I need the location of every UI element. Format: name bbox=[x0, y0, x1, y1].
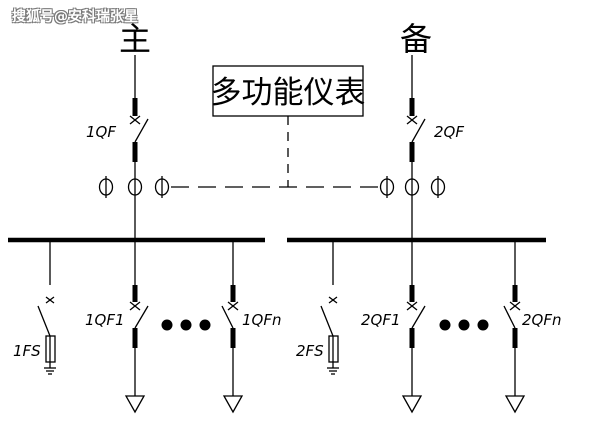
main-breaker-x2 bbox=[129, 115, 141, 125]
right-feeder1-blade bbox=[411, 305, 426, 329]
left-ellipsis-dot-2 bbox=[180, 319, 192, 331]
left-ellipsis-dot-3 bbox=[199, 319, 211, 331]
right-ellipsis-dot-2 bbox=[458, 319, 470, 331]
right-ellipsis-dot-3 bbox=[477, 319, 489, 331]
label-2qf: 2QF bbox=[434, 123, 464, 141]
right-ellipsis-dot-1 bbox=[439, 319, 451, 331]
source-main-label: 主 bbox=[119, 20, 151, 58]
main-breaker-blade bbox=[134, 118, 149, 143]
left-fuse-blade bbox=[37, 305, 51, 337]
label-1qfn: 1QFn bbox=[242, 311, 282, 329]
main-ct-center bbox=[127, 178, 143, 196]
left-feedern-load bbox=[222, 395, 244, 414]
right-fuse-blade bbox=[320, 305, 334, 337]
backup-ct-center bbox=[404, 178, 420, 196]
source-backup-label: 备 bbox=[400, 20, 432, 58]
watermark: 搜狐号@安科瑞张星 bbox=[12, 9, 138, 25]
backup-breaker-blade bbox=[411, 118, 426, 143]
label-2qf1: 2QF1 bbox=[361, 311, 401, 329]
left-ellipsis-dot-1 bbox=[161, 319, 173, 331]
right-feedern-blade bbox=[503, 305, 516, 329]
left-feeder1-load bbox=[124, 395, 146, 414]
label-1qf1: 1QF1 bbox=[85, 311, 125, 329]
left-feedern-blade bbox=[221, 305, 234, 329]
meter-box-label: 多功能仪表 bbox=[211, 75, 366, 111]
label-2qfn: 2QFn bbox=[522, 311, 562, 329]
label-2fs: 2FS bbox=[296, 342, 324, 360]
label-1qf: 1QF bbox=[86, 123, 116, 141]
right-feeder1-load bbox=[401, 395, 423, 414]
label-1fs: 1FS bbox=[13, 342, 41, 360]
right-feedern-load bbox=[504, 395, 526, 414]
left-feeder1-blade bbox=[134, 305, 149, 329]
